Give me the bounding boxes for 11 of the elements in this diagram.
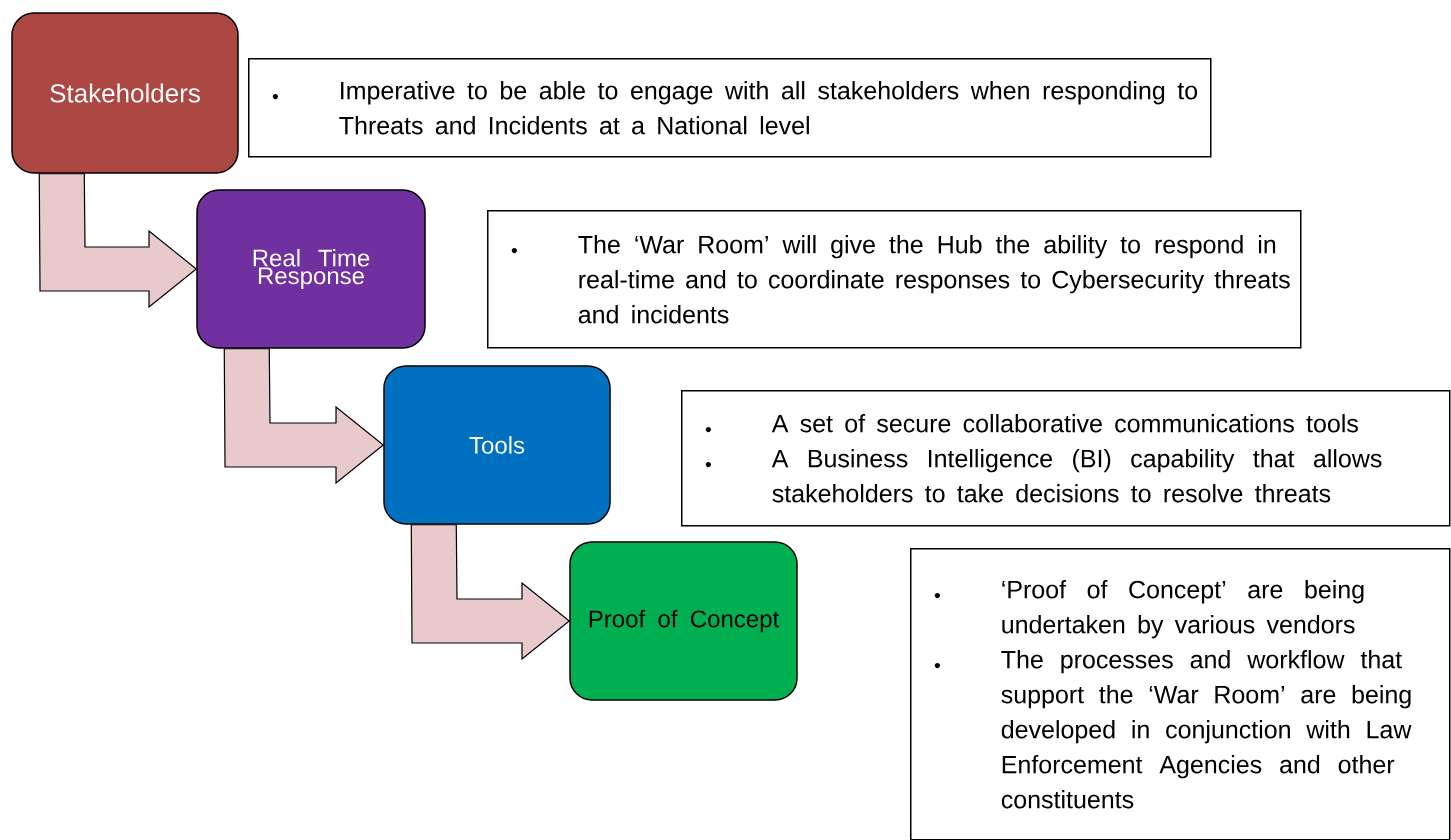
step-box: Proof of Concept xyxy=(569,541,798,701)
text-box: Imperative to be able to engage with all stakeholders when responding to Threats and Incidents at a National level xyxy=(248,58,1212,158)
step-box: Stakeholders xyxy=(11,12,239,174)
elbow-arrow xyxy=(223,348,385,485)
text-box: ‘Proof of Concept’ are being undertaken by various vendors The processes and workflow that support the ‘War Room’ are being developed in conjunction with Law Enforcement Agencies and other constituents xyxy=(910,548,1451,840)
text-box: The ‘War Room’ will give the Hub the ability to respond in real-time and to coordinate responses to Cybersecurity threats and incidents xyxy=(487,210,1302,349)
text-box: A set of secure collaborative communications tools A Business Intelligence (BI) capability that allows stakeholders to take decisions to resolve threats xyxy=(681,390,1451,527)
step-box: Tools xyxy=(383,365,611,525)
elbow-arrow xyxy=(410,524,571,661)
elbow-arrow xyxy=(38,173,198,309)
step-box: Real Time Response xyxy=(196,189,426,349)
